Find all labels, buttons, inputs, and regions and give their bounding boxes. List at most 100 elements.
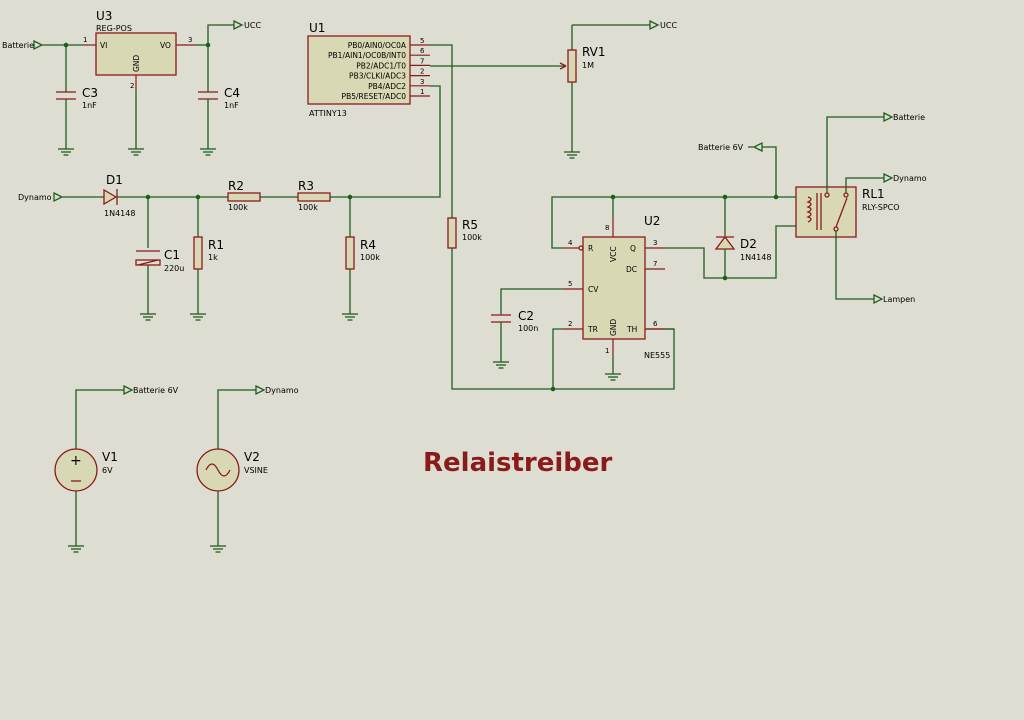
terminal-dynamo-v2: Dynamo bbox=[265, 386, 299, 395]
u2-pin2-num: 2 bbox=[568, 320, 572, 328]
v2-ref: V2 bbox=[244, 450, 260, 464]
u3-body bbox=[95, 32, 177, 76]
c1-value: 220u bbox=[164, 264, 184, 273]
u2-pin-cv: CV bbox=[588, 285, 599, 294]
r1-value: 1k bbox=[208, 253, 218, 262]
u1-pin-number-3: 7 bbox=[420, 57, 424, 65]
rv1-ref: RV1 bbox=[582, 45, 606, 59]
terminal-dynamo-in: Dynamo bbox=[18, 193, 52, 202]
terminal-lampen-out: Lampen bbox=[883, 295, 915, 304]
u1-body bbox=[307, 35, 411, 105]
v1-value: 6V bbox=[102, 466, 113, 475]
sine-wave-icon bbox=[205, 463, 231, 477]
u1-pin-number-6: 1 bbox=[420, 88, 424, 96]
timer-u2: U2 NE555 R 4 VCC 8 Q 3 DC 7 CV 5 TR 2 GN… bbox=[563, 214, 670, 360]
u3-pin2-num: 2 bbox=[130, 82, 134, 90]
diode-d2: D2 1N4148 bbox=[714, 197, 796, 279]
u2-pin-dc: DC bbox=[626, 265, 637, 274]
u2-pin7-num: 7 bbox=[653, 260, 657, 268]
u1-pin-label-2: PB1/AIN1/OC0B/INT0 bbox=[328, 51, 406, 60]
u2-pin4-num: 4 bbox=[568, 239, 573, 247]
u2-pin1-num: 1 bbox=[605, 347, 609, 355]
microcontroller-u1: U1 ATTINY13 PB0/AIN0/OC0A 5PB1/AIN1/OC0B/… bbox=[307, 21, 430, 118]
u2-ref: U2 bbox=[644, 214, 660, 228]
terminal-ucc-1: UCC bbox=[244, 21, 261, 30]
u1-pin-label-1: PB0/AIN0/OC0A bbox=[348, 41, 407, 50]
c4-ref: C4 bbox=[224, 86, 240, 100]
d1-value: 1N4148 bbox=[104, 209, 135, 218]
c4-value: 1nF bbox=[224, 101, 239, 110]
u1-pin-label-6: PB5/RESET/ADC0 bbox=[342, 92, 407, 101]
potentiometer-rv1: UCC RV1 1M bbox=[430, 20, 677, 159]
u1-pin-number-2: 6 bbox=[420, 47, 425, 55]
u2-pin8-num: 8 bbox=[605, 224, 609, 232]
u2-pin-th: TH bbox=[626, 325, 637, 334]
u2-pin5-num: 5 bbox=[568, 280, 572, 288]
c2-ref: C2 bbox=[518, 309, 534, 323]
u3-ref: U3 bbox=[96, 9, 112, 23]
v1-plus-icon: + bbox=[70, 453, 82, 469]
v1-ref: V1 bbox=[102, 450, 118, 464]
u2-pin6-num: 6 bbox=[653, 320, 658, 328]
terminal-batterie-rl: Batterie bbox=[893, 113, 925, 122]
terminal-batterie6v-rl: Batterie 6V bbox=[698, 143, 744, 152]
rv1-value: 1M bbox=[582, 61, 594, 70]
c3-value: 1nF bbox=[82, 101, 97, 110]
u1-pin-label-3: PB2/ADC1/T0 bbox=[356, 61, 406, 70]
capacitor-c4: C4 1nF bbox=[198, 45, 240, 156]
capacitor-c2: C2 100n bbox=[491, 288, 563, 369]
u3-pin-vo: VO bbox=[160, 41, 171, 50]
c2-value: 100n bbox=[518, 324, 538, 333]
v2-value: VSINE bbox=[244, 466, 268, 475]
d2-ref: D2 bbox=[740, 237, 757, 251]
source-v2: Dynamo V2 VSINE bbox=[196, 385, 299, 553]
u2-body bbox=[582, 236, 646, 340]
d2-value: 1N4148 bbox=[740, 253, 771, 262]
r5-ref: R5 bbox=[462, 218, 478, 232]
u2-pin-vcc: VCC bbox=[609, 246, 618, 262]
diagram-title: Relaistreiber bbox=[423, 448, 613, 478]
r4-ref: R4 bbox=[360, 238, 376, 252]
u1-value: ATTINY13 bbox=[309, 109, 347, 118]
u1-pin-label-5: PB4/ADC2 bbox=[368, 82, 406, 91]
terminal-batterie6v-v1: Batterie 6V bbox=[133, 386, 179, 395]
d1-ref: D1 bbox=[106, 173, 123, 187]
u1-ref: U1 bbox=[309, 21, 325, 35]
r3-ref: R3 bbox=[298, 179, 314, 193]
regulator-u3: Batterie VI VO GND 1 3 2 U3 REG-POS UCC bbox=[2, 9, 261, 156]
rl1-value: RLY-SPCO bbox=[862, 203, 900, 212]
u2-pin-gnd: GND bbox=[609, 319, 618, 336]
u3-pin1-num: 1 bbox=[83, 36, 87, 44]
source-v1: Batterie 6V + V1 6V bbox=[54, 385, 179, 553]
u2-pin-tr: TR bbox=[587, 325, 598, 334]
u1-pin-number-4: 2 bbox=[420, 68, 424, 76]
u3-pin-vi: VI bbox=[100, 41, 107, 50]
r4-value: 100k bbox=[360, 253, 380, 262]
u1-pin-number-5: 3 bbox=[420, 78, 424, 86]
terminal-batterie-in: Batterie bbox=[2, 41, 34, 50]
u1-pin-number-1: 5 bbox=[420, 37, 424, 45]
u2-pin3-num: 3 bbox=[653, 239, 657, 247]
r1-ref: R1 bbox=[208, 238, 224, 252]
input-network: Dynamo D1 1N4148 C1 220u R1 1k R2 100k R… bbox=[18, 173, 380, 321]
c3-ref: C3 bbox=[82, 86, 98, 100]
r2-value: 100k bbox=[228, 203, 248, 212]
rl1-ref: RL1 bbox=[862, 187, 885, 201]
u2-pin-q: Q bbox=[630, 244, 636, 253]
u3-pin3-num: 3 bbox=[188, 36, 192, 44]
relay-rl1: RL1 RLY-SPCO Batterie Dynamo Lampen Batt… bbox=[698, 112, 927, 304]
u2-pin-r: R bbox=[588, 244, 593, 253]
u3-pin-gnd: GND bbox=[132, 55, 141, 72]
u1-pin-label-4: PB3/CLKI/ADC3 bbox=[349, 72, 406, 81]
u3-value: REG-POS bbox=[96, 24, 132, 33]
rl1-body bbox=[795, 186, 857, 238]
r3-value: 100k bbox=[298, 203, 318, 212]
r2-ref: R2 bbox=[228, 179, 244, 193]
terminal-ucc-2: UCC bbox=[660, 21, 677, 30]
terminal-dynamo-rl: Dynamo bbox=[893, 174, 927, 183]
capacitor-c3: C3 1nF bbox=[56, 45, 98, 156]
u2-value: NE555 bbox=[644, 351, 670, 360]
r5-value: 100k bbox=[462, 233, 482, 242]
c1-ref: C1 bbox=[164, 248, 180, 262]
